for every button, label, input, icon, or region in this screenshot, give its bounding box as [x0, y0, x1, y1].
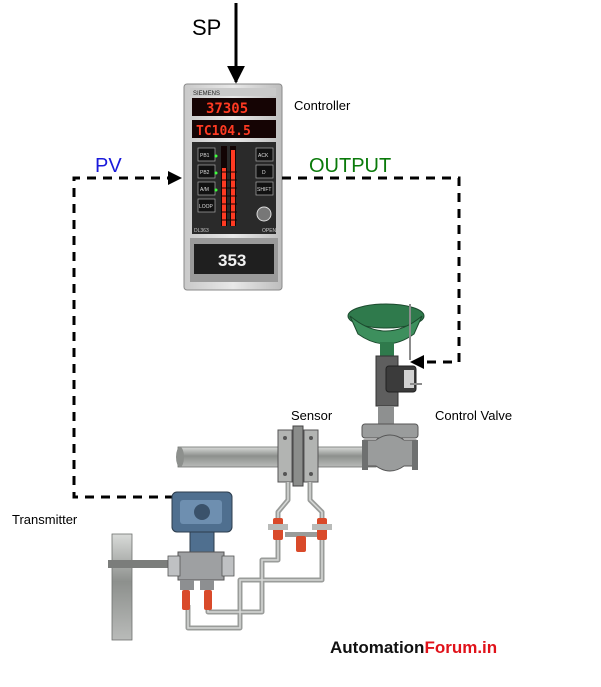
- process-pipe-end: [176, 447, 184, 467]
- controller-label: Controller: [294, 98, 351, 113]
- control-valve-label: Control Valve: [435, 408, 512, 423]
- sensor-isolation-valves: [268, 518, 332, 552]
- watermark-part1: Automation: [330, 638, 424, 657]
- controller-button-ack: [255, 147, 274, 162]
- controller-top-readout: 37305: [206, 101, 248, 117]
- controller-brand: SIEMENS: [193, 91, 220, 97]
- pv-arrow-icon: [168, 171, 182, 185]
- sensor-flange: [277, 425, 319, 487]
- controller-button-loop-label: LOOP: [199, 204, 214, 210]
- controller-button-am-label: A/M: [200, 187, 209, 193]
- controller-button-d: [255, 164, 274, 179]
- controller-footer-right: OPEN: [262, 228, 277, 234]
- mounting-bracket: [108, 560, 174, 568]
- output-arrow-icon: [410, 355, 424, 369]
- sp-label: SP: [192, 15, 221, 40]
- controller-model: DL363: [194, 228, 209, 234]
- controller-button-am: [197, 181, 216, 196]
- watermark: AutomationForum.in: [330, 638, 497, 657]
- pv-signal-line: [72, 176, 190, 499]
- controller-bargraph: [221, 150, 237, 226]
- pv-label: PV: [95, 155, 122, 177]
- transmitter-unit: [167, 491, 235, 610]
- watermark-part2: Forum.in: [424, 638, 497, 657]
- impulse-lines-highlight: [187, 482, 323, 629]
- controller-button-pb1-label: PB1: [200, 153, 210, 159]
- controller-button-shift: [255, 181, 274, 196]
- controller-unit: SIEMENS 37305 TC104.5 PB1 PB2 A/M LOOP: [183, 83, 283, 291]
- controller-button-loop: [197, 198, 216, 213]
- controller-button-pb2-label: PB2: [200, 170, 210, 176]
- output-label: OUTPUT: [309, 155, 391, 177]
- mounting-pole: [111, 533, 133, 641]
- controller-button-ack-label: ACK: [258, 153, 269, 159]
- controller-led: [214, 154, 218, 158]
- control-valve: [347, 303, 425, 472]
- controller-second-readout: TC104.5: [196, 124, 251, 139]
- transmitter-label: Transmitter: [12, 512, 78, 527]
- controller-button-pb1: [197, 147, 216, 162]
- controller-led: [214, 188, 218, 192]
- controller-knob-icon: [256, 206, 272, 222]
- controller-button-shift-label: SHIFT: [257, 187, 271, 193]
- controller-button-pb2: [197, 164, 216, 179]
- controller-led: [214, 171, 218, 175]
- sensor-label: Sensor: [291, 408, 333, 423]
- controller-button-d-label: D: [262, 170, 266, 176]
- output-signal-line: [282, 176, 461, 364]
- process-pipe: [177, 446, 377, 468]
- controller-bottom-readout: 353: [218, 251, 246, 270]
